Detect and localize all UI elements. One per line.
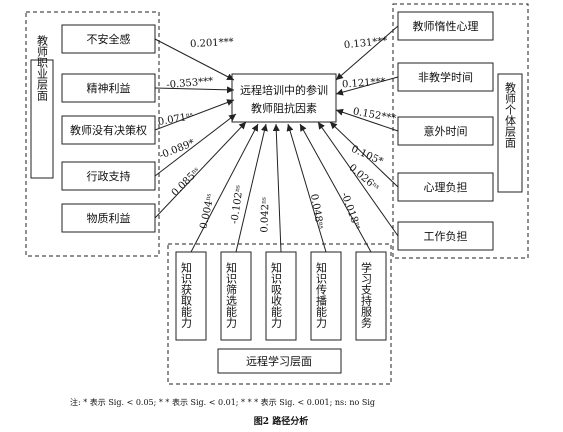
- center-title-line1: 远程培训中的参训: [240, 83, 328, 97]
- right-factor-label-5: 工作负担: [424, 229, 468, 243]
- bottom-group-label-text: 远程学习层面: [246, 354, 312, 368]
- center-title-line2: 教师阻抗因素: [251, 101, 317, 115]
- left-factor-box-1: [61, 24, 156, 54]
- left-path-coef-2: -0.353***: [166, 76, 214, 91]
- right-factor-label-1: 教师惰性心理: [413, 19, 479, 33]
- right-path-arrow-5: [317, 121, 399, 237]
- left-group-outline: [25, 11, 160, 257]
- bottom-factor-label-4: 知识传播能力: [315, 261, 328, 328]
- left-path-coef-3: 0.071ns: [157, 111, 194, 128]
- bottom-path-arrow-5: [299, 123, 372, 253]
- right-group-outline: [392, 3, 529, 259]
- right-group-label: 教师个体层面: [497, 73, 523, 193]
- left-factor-label-5: 物质利益: [87, 211, 131, 225]
- right-path-coef-5: 0.026ns: [346, 162, 380, 193]
- right-factor-box-1: [397, 11, 494, 41]
- left-path-arrow-5: [154, 121, 247, 219]
- right-path-arrow-1: [335, 25, 399, 81]
- left-path-coef-4: -0.089*: [158, 138, 196, 162]
- bottom-path-coef-2: -0.102ns: [229, 185, 245, 225]
- left-group-label: 教师职业层面: [30, 35, 54, 179]
- path-arrows: [154, 25, 399, 253]
- right-factor-box-5: [397, 221, 494, 251]
- right-group-label-text: 教师个体层面: [504, 82, 517, 148]
- bottom-path-coef-1: 0.004ns: [198, 193, 216, 230]
- left-factor-label-3: 教师没有决策权: [70, 123, 147, 137]
- right-path-arrow-3: [335, 108, 399, 132]
- right-factor-label-2: 非教学时间: [418, 70, 473, 84]
- bottom-factor-box-4: [310, 251, 342, 341]
- left-factor-label-2: 精神利益: [87, 81, 131, 95]
- right-factor-label-3: 意外时间: [424, 124, 468, 138]
- right-path-coef-1: 0.131***: [343, 36, 388, 52]
- right-factor-box-2: [397, 62, 494, 92]
- left-factor-box-2: [61, 73, 156, 103]
- left-path-coef-1: 0.201***: [190, 37, 234, 50]
- bottom-group-label: 远程学习层面: [217, 348, 342, 374]
- bottom-path-coef-5: -0.018ns: [339, 191, 363, 231]
- bottom-factor-label-3: 知识吸收能力: [270, 261, 283, 328]
- significance-note: 注: * 表示 Sig. < 0.05; * * 表示 Sig. < 0.01;…: [70, 397, 375, 407]
- bottom-factor-box-3: [265, 251, 297, 341]
- bottom-path-arrow-3: [272, 123, 282, 253]
- left-path-arrow-2: [154, 86, 235, 94]
- bottom-factor-box-1: [175, 251, 207, 341]
- bottom-path-coef-3: 0.042ns: [259, 197, 271, 233]
- right-path-coef-3: 0.152***: [352, 106, 397, 124]
- bottom-path-arrow-4: [286, 123, 327, 253]
- left-factor-box-5: [61, 203, 156, 233]
- bottom-factor-label-5: 学习支持服务: [360, 261, 373, 328]
- right-path-arrow-2: [335, 76, 399, 96]
- bottom-factor-box-2: [220, 251, 252, 341]
- right-path-coef-2: 0.121***: [342, 76, 386, 90]
- bottom-path-arrow-2: [235, 123, 268, 253]
- left-path-coef-5: 0.085ns: [170, 166, 203, 199]
- right-factor-box-3: [397, 116, 494, 146]
- left-factor-box-3: [61, 115, 156, 145]
- figure-caption: 图2 路径分析: [254, 415, 308, 427]
- path-coefficients: 0.201***-0.353***0.071ns-0.089*0.085ns0.…: [157, 36, 397, 233]
- right-path-arrow-4: [329, 121, 399, 188]
- left-path-arrow-3: [154, 99, 235, 131]
- bottom-factor-label-2: 知识筛选能力: [225, 261, 238, 328]
- bottom-factor-box-5: [355, 251, 387, 341]
- left-factor-label-1: 不安全感: [87, 32, 131, 46]
- left-path-arrow-4: [154, 113, 237, 177]
- bottom-factor-label-1: 知识获取能力: [180, 261, 193, 328]
- left-factor-box-4: [61, 161, 156, 191]
- center-factor-box: 远程培训中的参训 教师阻抗因素: [231, 73, 337, 123]
- left-path-arrow-1: [154, 38, 235, 81]
- bottom-path-arrow-1: [190, 123, 259, 253]
- bottom-path-coef-4: 0.048ns: [308, 193, 325, 230]
- left-group-label-text: 教师职业层面: [36, 35, 49, 101]
- left-factor-label-4: 行政支持: [87, 169, 131, 183]
- right-factor-box-4: [397, 172, 494, 202]
- right-factor-label-4: 心理负担: [424, 180, 468, 194]
